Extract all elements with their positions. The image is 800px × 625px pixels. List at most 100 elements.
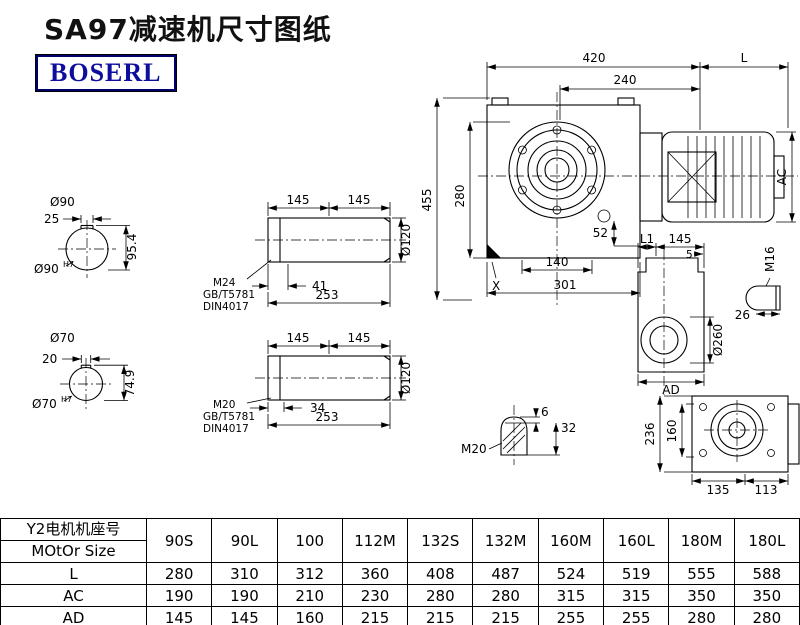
dim-32-label: 32 — [561, 421, 576, 435]
table-header-row: Y2电机机座号 MOtOr Size 90S 90L 100 112M 132S… — [0, 518, 800, 563]
value-cell: 487 — [472, 562, 539, 585]
dim-25-label: 25 — [44, 212, 59, 226]
shaft1-thread-label: M24 — [213, 277, 236, 289]
dim-455-label: 455 — [420, 189, 434, 212]
value-cell: 280 — [472, 584, 539, 607]
value-cell: 408 — [407, 562, 474, 585]
value-cell: 145 — [145, 606, 213, 625]
dim-240-label: 240 — [614, 73, 637, 87]
value-cell: 215 — [341, 606, 409, 625]
row-label: AC — [0, 584, 147, 607]
shaft1-41-label: 41 — [312, 279, 327, 293]
table-row: L 280 310 312 360 408 487 524 519 555 58… — [0, 562, 800, 585]
output-shaft-2: 145 145 Ø120 M20 GB/T5781 DIN4017 34 253 — [203, 331, 413, 435]
shaft1-145b-label: 145 — [348, 193, 371, 207]
dim-113-label: 113 — [755, 483, 778, 497]
dim-301-label: 301 — [554, 278, 577, 292]
value-cell: 190 — [211, 584, 278, 607]
shaft2-253-label: 253 — [316, 410, 339, 424]
x-surface-mark — [487, 244, 501, 258]
col-header: 132S — [407, 518, 474, 563]
shaft1-dia-label: Ø120 — [399, 224, 413, 256]
drawing-canvas: 420 L 240 455 280 52 AC — [32, 51, 800, 497]
shaft-1-body — [267, 217, 391, 263]
col-header: 160M — [537, 518, 605, 563]
value-cell: 255 — [603, 606, 670, 625]
brand-logo: BOSERL — [35, 54, 177, 92]
value-cell: 312 — [276, 562, 343, 585]
shaft2-145a-label: 145 — [287, 331, 310, 345]
shaft1-std1-label: GB/T5781 — [203, 289, 255, 301]
dim-M20-label: M20 — [461, 442, 487, 456]
shaft2-145b-label: 145 — [348, 331, 371, 345]
dim-236-label: 236 — [643, 423, 657, 446]
bore-90-tol-label: H7 — [63, 260, 74, 269]
col-header: 180M — [668, 518, 735, 563]
row-label: AD — [0, 606, 147, 625]
output-side-view: L1 145 5 Ø260 AD M16 26 — [637, 232, 781, 397]
shaft1-std2-label: DIN4017 — [203, 301, 249, 313]
dim-135-label: 135 — [707, 483, 730, 497]
motor-size-header-cell: Y2电机机座号 MOtOr Size — [0, 518, 147, 563]
dim-L-label: L — [741, 51, 748, 65]
col-header: 160L — [603, 518, 670, 563]
value-cell: 280 — [668, 606, 735, 625]
table-row: AC 190 190 210 230 280 280 315 315 350 3… — [0, 584, 800, 607]
col-header: 90L — [211, 518, 278, 563]
value-cell: 524 — [537, 562, 605, 585]
value-cell: 280 — [733, 606, 800, 625]
bore-view-90: 25 Ø90 95.4 Ø90 H7 — [34, 195, 139, 278]
value-cell: 215 — [407, 606, 474, 625]
main-view: 420 L 240 455 280 52 AC — [420, 51, 798, 305]
row-label: L — [0, 562, 147, 585]
dim-52-label: 52 — [593, 226, 608, 240]
shaft2-thread-label: M20 — [213, 399, 235, 411]
col-header: 132M — [472, 518, 539, 563]
value-cell: 519 — [603, 562, 670, 585]
page-title: SA97减速机尺寸图纸 — [44, 13, 332, 46]
value-cell: 145 — [211, 606, 278, 625]
brand-logo-text: BOSERL — [50, 58, 162, 87]
x-label: X — [492, 279, 500, 293]
bore-70-tol-label: H7 — [61, 395, 72, 404]
dim-145-side-label: 145 — [669, 232, 692, 246]
dim-74-9-label: 74.9 — [123, 370, 137, 397]
dim-140-label: 140 — [546, 255, 569, 269]
value-cell: 350 — [668, 584, 735, 607]
col-header: 180L — [733, 518, 800, 563]
value-cell: 280 — [145, 562, 213, 585]
value-cell: 160 — [276, 606, 343, 625]
value-cell: 190 — [145, 584, 213, 607]
shaft1-253-label: 253 — [316, 288, 339, 302]
dim-260-label: Ø260 — [711, 324, 725, 356]
dim-95-4-label: 95.4 — [125, 234, 139, 261]
bore-90-h7-label: Ø90 — [34, 262, 59, 276]
motor-adapter — [639, 132, 663, 222]
value-cell: 280 — [407, 584, 474, 607]
dim-420-label: 420 — [583, 51, 606, 65]
dim-6-label: 6 — [541, 405, 549, 419]
dim-L1-label: L1 — [640, 232, 654, 246]
dim-280-label: 280 — [453, 185, 467, 208]
dim-20-label: 20 — [42, 352, 57, 366]
value-cell: 255 — [537, 606, 605, 625]
dim-AC-label: AC — [775, 169, 789, 185]
shaft1-145a-label: 145 — [287, 193, 310, 207]
side-view-body — [637, 257, 705, 373]
plug-body — [500, 416, 528, 456]
col-header: 100 — [276, 518, 343, 563]
motor-size-header-cn: Y2电机机座号 — [1, 519, 146, 541]
dim-5-label: 5 — [686, 249, 693, 261]
motor-size-header-en: MOtOr Size — [31, 542, 116, 560]
dim-160-label: 160 — [665, 420, 679, 443]
rear-view: 236 160 135 113 — [643, 395, 800, 497]
value-cell: 315 — [537, 584, 605, 607]
shaft2-std1-label: GB/T5781 — [203, 411, 255, 423]
col-header: 112M — [341, 518, 409, 563]
motor-size-table: Y2电机机座号 MOtOr Size 90S 90L 100 112M 132S… — [0, 518, 800, 625]
value-cell: 315 — [603, 584, 670, 607]
value-cell: 588 — [733, 562, 800, 585]
dim-M16-label: M16 — [763, 246, 777, 272]
output-shaft-1: 145 145 Ø120 M24 GB/T5781 DIN4017 41 253 — [203, 193, 413, 313]
dim-26-label: 26 — [735, 308, 750, 322]
